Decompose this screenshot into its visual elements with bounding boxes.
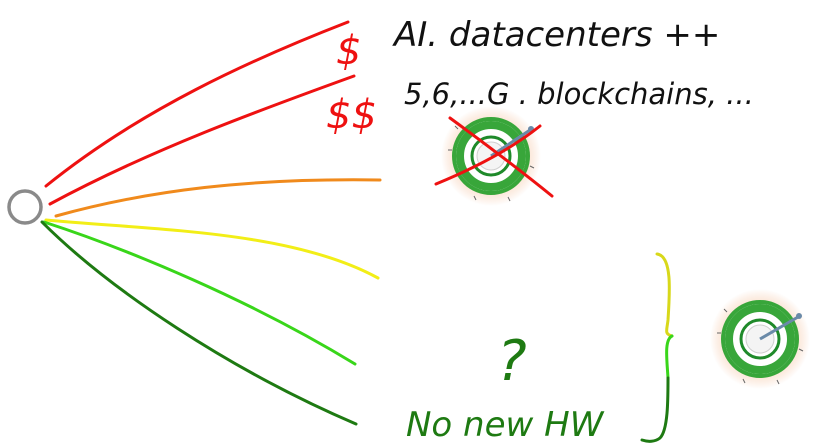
branch-line-orange [54,178,382,218]
dollar-single: $ [336,28,361,74]
question-mark: ? [497,329,527,394]
dial-badge-crossed-icon [441,106,541,206]
branch-line-red-2 [48,74,356,206]
branch-line-dark-green [40,220,358,426]
no-new-hw-label: No new HW [406,405,605,445]
top-annotation-line-1: AI. datacenters ++ [392,15,720,55]
dial-badge-icon [710,289,810,389]
origin-node-icon [7,189,43,225]
branch-line-yellow [44,218,380,280]
curly-brace-icon [640,252,674,443]
top-annotation-line-2: 5,6,...G . blockchains, ... [404,77,754,111]
branch-line-light-green [42,220,357,366]
cross-out-mark-icon [434,116,554,198]
branch-line-red-1 [44,20,350,188]
dollar-double: $$ [326,92,377,138]
